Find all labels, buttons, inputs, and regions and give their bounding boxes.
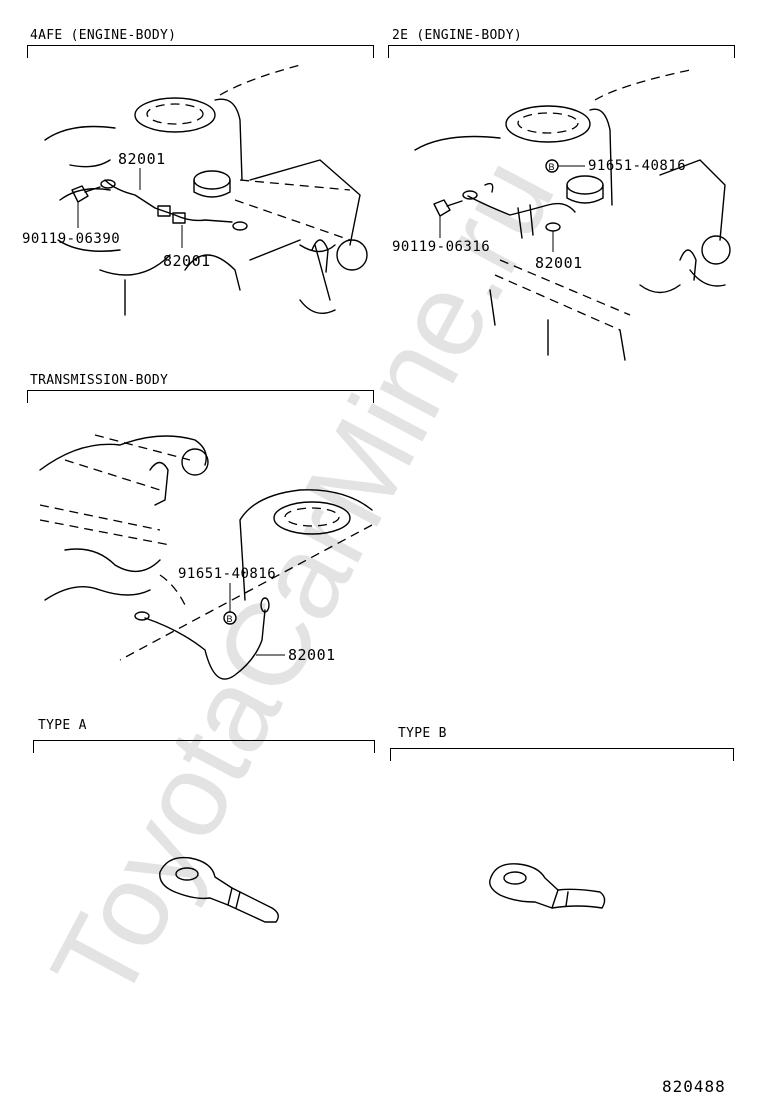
section-title-type-b: TYPE B [398,726,447,741]
nut-b-icon-trans: B [223,611,237,625]
section-title-4afe: 4AFE (ENGINE-BODY) [30,28,177,43]
engine-lower-contours [57,159,171,276]
svg-text:B: B [549,162,555,172]
section-title-transmission: TRANSMISSION-BODY [30,373,169,388]
ground-strap-icon-trans [144,609,266,680]
engine-right-housing [249,159,361,314]
section-bracket-type-b [390,748,734,761]
label-4afe-strap-top: 82001 [118,150,166,168]
filler-cap-inner [146,103,204,125]
bolt-icon-2e [433,199,463,217]
section-bracket-4afe [27,45,374,58]
label-2e-nut: 91651-40816 [588,158,687,174]
section-bracket-transmission [27,390,374,403]
engine-hidden-edges [219,64,351,241]
transmission-drawing: B [39,434,373,680]
engine-2e-drawing: B [414,69,731,361]
engine-hook [311,239,329,273]
engine-pulley [336,239,368,271]
section-title-type-a: TYPE A [38,718,87,733]
label-2e-strap: 82001 [535,254,583,272]
type-a-terminal [159,856,279,923]
label-4afe-strap-bottom: 82001 [163,252,211,270]
nut-b-icon: B [545,159,559,173]
label-trans-strap: 82001 [288,646,336,664]
filler-cap-outer [134,97,216,133]
ring-terminal-icon [100,179,116,189]
svg-text:B: B [227,614,233,624]
section-title-2e: 2E (ENGINE-BODY) [392,28,523,43]
engine-4afe-drawing [44,64,368,316]
ground-strap-icon-2e [467,195,576,216]
section-bracket-2e [388,45,735,58]
ring-terminal-icon-a [159,856,233,906]
label-4afe-bolt: 90119-06390 [22,231,121,247]
diagram-code: 820488 [662,1077,726,1096]
filler-cap-outer-2e [505,105,591,143]
engine-block-outline [44,98,243,181]
ring-terminal-icon-b [489,863,559,909]
engine-boss [193,170,231,190]
type-b-terminal [489,863,606,909]
section-bracket-type-a [33,740,375,753]
label-trans-nut: 91651-40816 [178,566,277,582]
engine-side-contours [124,239,336,316]
bolt-icon [71,185,101,203]
label-2e-bolt: 90119-06316 [392,239,491,255]
